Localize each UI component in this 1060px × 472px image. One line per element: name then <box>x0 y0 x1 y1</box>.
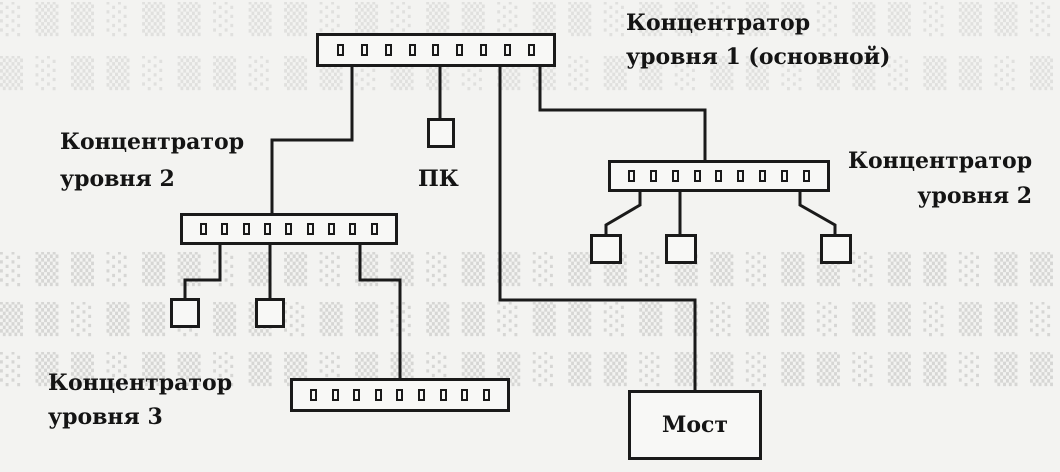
link-hub1-to-bridge <box>498 63 697 394</box>
bridge-box: Мост <box>628 390 762 460</box>
link-hub2-to-device-1 <box>183 241 222 302</box>
port <box>461 389 469 401</box>
hub-ports <box>329 36 543 64</box>
port <box>456 44 464 56</box>
device-box <box>255 298 285 328</box>
pc-box <box>427 118 455 148</box>
pc-label: ПК <box>418 166 459 192</box>
hub-level-2-left <box>180 213 398 245</box>
port <box>361 44 369 56</box>
port <box>331 389 339 401</box>
hub-level-2-right <box>608 160 830 192</box>
port <box>285 223 293 235</box>
port <box>802 170 810 182</box>
port <box>310 389 318 401</box>
link-hub2-right-to-device-3 <box>798 188 837 237</box>
port <box>418 389 425 401</box>
port <box>628 170 636 182</box>
device-box <box>590 234 622 264</box>
hub-ports <box>621 163 817 189</box>
hub-level-1-label: Концентратор уровня 1 (основной) <box>626 10 891 71</box>
port <box>780 170 788 182</box>
port <box>503 44 511 56</box>
background-text-line: ░ ▒ ▒ ░ ▒ ▒ ░ ▒ ▒ ░ ▒ ░ ▒ ▒ ░ ▒ ▒ ░ ▒ ▒ … <box>0 2 1060 37</box>
port <box>242 223 250 235</box>
link-hub1-to-hub2-left <box>270 63 354 217</box>
port <box>264 223 272 235</box>
port <box>737 170 745 182</box>
hub-level-3 <box>290 378 510 412</box>
port <box>374 389 382 401</box>
port <box>408 44 416 56</box>
port <box>432 44 440 56</box>
port <box>527 44 535 56</box>
hub-level-3-label: Концентратор уровня 3 <box>48 370 233 431</box>
port <box>337 44 345 56</box>
background-text-line: ░ ▒ ▒ ░ ▒ ▒ ░ ▒ ▒ ░ ▒ ▒ ░ ▒ ▒ ░ ▒ ▒ ░ ▒ … <box>0 252 1060 287</box>
port <box>715 170 723 182</box>
port <box>328 223 336 235</box>
link-hub2-right-to-device-1 <box>604 188 642 237</box>
port <box>200 223 208 235</box>
port <box>758 170 766 182</box>
link-hub1-to-hub2-right <box>538 63 707 165</box>
hub-level-1 <box>316 33 556 67</box>
link-hub2-to-hub3 <box>358 241 402 382</box>
device-box <box>820 234 852 264</box>
port <box>479 44 487 56</box>
port <box>370 223 378 235</box>
hub-level-2-right-label: Концентратор уровня 2 <box>848 148 1033 210</box>
port <box>439 389 447 401</box>
port <box>221 223 229 235</box>
port <box>650 170 658 182</box>
hub-ports <box>303 381 497 409</box>
port <box>482 389 490 401</box>
port <box>353 389 361 401</box>
port <box>349 223 357 235</box>
device-box <box>170 298 200 328</box>
hub-ports <box>193 216 385 242</box>
port <box>384 44 392 56</box>
port <box>671 170 679 182</box>
port <box>396 389 404 401</box>
port <box>306 223 314 235</box>
port <box>693 170 701 182</box>
background-text-line: ░ ▒ ▒ ░ ▒ ▒ ░ ▒ ▒ ░ ▒ ▒ ░ ▒ ▒ ░ ▒ ▒ ░ ▒ … <box>0 352 1060 387</box>
bridge-label: Мост <box>661 412 729 438</box>
device-box <box>665 234 697 264</box>
hub-level-2-left-label: Концентратор уровня 2 <box>60 129 245 193</box>
